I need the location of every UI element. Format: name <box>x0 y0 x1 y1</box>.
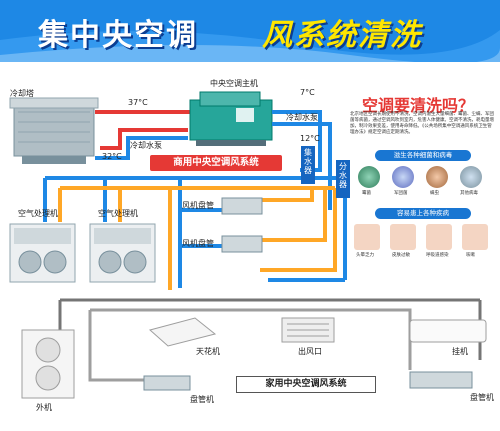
bacteria-caption-4: 其他病毒 <box>460 191 478 196</box>
fcu-top-label: 风机盘管 <box>182 201 214 210</box>
bacteria-header: 滋生各种细菌和病毒 <box>375 150 471 161</box>
disease-caption-4: 咳嗽 <box>466 253 475 258</box>
ahu-left-graphic <box>9 223 76 283</box>
cooling-tower-graphic <box>9 97 99 164</box>
bacteria-caption-3: 螨虫 <box>430 191 439 196</box>
duct-unit-right-label: 盘管机 <box>470 393 494 402</box>
banner: 集中央空调 风系统清洗 <box>0 0 500 62</box>
disease-caption-1: 头晕乏力 <box>356 253 374 258</box>
banner-swoosh <box>0 30 500 62</box>
outdoor-unit-graphic <box>21 329 75 399</box>
commercial-system-tag: 商用中央空调风系统 <box>150 155 282 171</box>
panel-text: 北京地区空调长期使用不清洗，空调内滋生大量细菌、霉菌、尘螨、军团菌等病菌，通过空… <box>350 112 494 135</box>
duct-unit-center-label: 盘管机 <box>190 395 214 404</box>
bacteria-image-3 <box>426 166 448 188</box>
temp-32: 32°C <box>102 152 122 161</box>
divider-tag: 分水器 <box>336 160 350 198</box>
fcu-bottom-graphic <box>221 235 263 253</box>
cooling-pump-b-label: 冷却水泵 <box>286 113 318 122</box>
temp-37: 37°C <box>128 98 148 107</box>
fcu-top-graphic <box>221 197 263 215</box>
fcu-bottom-label: 风机盘管 <box>182 239 214 248</box>
disease-header: 容易患上各种疾病 <box>375 208 471 219</box>
bacteria-image-2 <box>392 166 414 188</box>
chiller-graphic <box>189 91 273 146</box>
duct-unit-right-graphic <box>409 371 473 389</box>
bacteria-caption-2: 军团菌 <box>394 191 408 196</box>
temp-12: 12°C <box>300 134 320 143</box>
disease-caption-2: 皮肤过敏 <box>392 253 410 258</box>
collector-tag: 集水器 <box>301 146 315 184</box>
bacteria-image-1 <box>358 166 380 188</box>
disease-image-3 <box>426 224 452 250</box>
disease-image-2 <box>390 224 416 250</box>
banner-title-main: 集中央空调 <box>38 18 198 53</box>
ceiling-unit-label: 天花机 <box>196 347 220 356</box>
wall-unit-label: 挂机 <box>452 347 468 356</box>
home-system-tag: 家用中央空调风系统 <box>236 376 376 393</box>
wall-unit-graphic <box>409 319 487 343</box>
outdoor-unit-label: 外机 <box>36 403 52 412</box>
ceiling-unit-graphic <box>148 317 217 347</box>
bacteria-caption-1: 霉菌 <box>362 191 371 196</box>
disease-image-4 <box>462 224 488 250</box>
temp-7: 7°C <box>300 88 315 97</box>
air-outlet-label: 出风口 <box>298 347 322 356</box>
disease-caption-3: 呼吸道感染 <box>426 253 449 258</box>
cooling-pump-a-label: 冷却水泵 <box>130 141 162 150</box>
banner-title-accent: 风系统清洗 <box>262 18 422 53</box>
cooling-tower-label: 冷却塔 <box>10 89 34 98</box>
panel-title: 空调要清洗吗？ <box>362 96 475 115</box>
disease-image-1 <box>354 224 380 250</box>
ahu-right-graphic <box>89 223 156 283</box>
chiller-label: 中央空调主机 <box>210 79 258 88</box>
ahu-right-label: 空气处理机 <box>98 209 138 218</box>
ahu-left-label: 空气处理机 <box>18 209 58 218</box>
duct-unit-center-graphic <box>143 375 191 391</box>
bacteria-image-4 <box>460 166 482 188</box>
